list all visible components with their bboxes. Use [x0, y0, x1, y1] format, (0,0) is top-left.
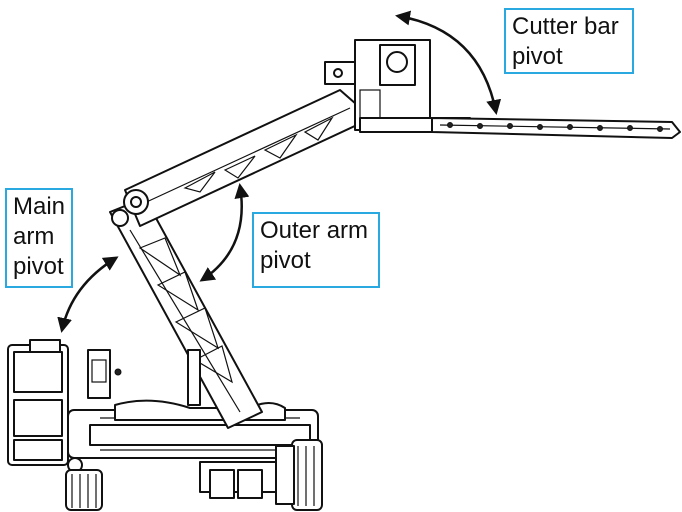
main-arm-pivot-arrow	[57, 256, 119, 333]
outer-arm-pivot-arrow	[199, 183, 250, 282]
base-chassis	[7, 339, 319, 499]
cutter-bar	[431, 117, 681, 139]
cutter-bar-pivot-label: Cutter bar pivot	[504, 8, 634, 74]
outer-arm-pivot-label: Outer arm pivot	[252, 212, 380, 288]
cutter-bar-pivot-arrow	[395, 10, 502, 115]
main-arm-pivot-label: Main arm pivot	[5, 188, 73, 288]
outer-arm	[123, 89, 373, 227]
wheels	[65, 439, 323, 511]
